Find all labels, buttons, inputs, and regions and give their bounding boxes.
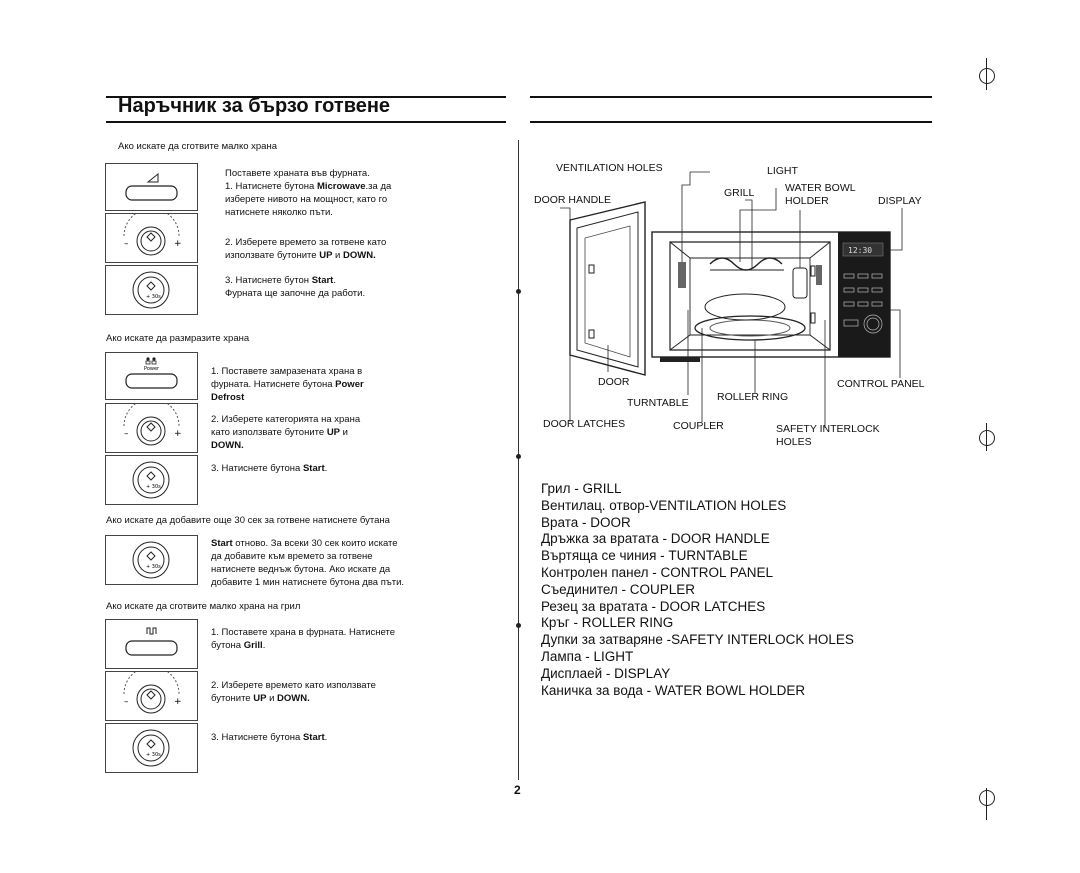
grill-step3: 3. Натиснете бутона Start. — [211, 732, 328, 743]
page-number: 2 — [514, 783, 521, 797]
start-button-panel: + 30s — [105, 455, 198, 505]
defrost-step1: 1. Поставете замразената храна в фурната… — [211, 366, 364, 403]
dial-icon: – + — [123, 666, 182, 714]
start-button-icon: + 30s — [132, 271, 170, 309]
svg-text:+ 30s: + 30s — [146, 752, 161, 758]
svg-text:+ 30s: + 30s — [146, 294, 161, 300]
page-title: Наръчник за бързо готвене — [118, 95, 391, 117]
label-ventilation-holes: VENTILATION HOLES — [556, 162, 663, 174]
registration-mark-bottom — [979, 790, 995, 806]
small-cook-step1: Поставете храната във фурната. 1. Натисн… — [225, 168, 392, 218]
svg-text:Power: Power — [144, 366, 160, 372]
label-control-panel: CONTROL PANEL — [837, 378, 925, 390]
svg-text:–: – — [124, 239, 129, 249]
dial-icon: – + — [123, 208, 182, 256]
start-button-panel: + 30s — [105, 535, 198, 585]
grill-step2: 2. Изберете времето като използвате буто… — [211, 680, 376, 704]
defrost-step3: 3. Натиснете бутона Start. — [211, 463, 328, 474]
legend-item: Лампа - LIGHT — [541, 648, 634, 664]
microwave-button-illustration — [125, 172, 178, 201]
label-holder: HOLDER — [785, 195, 829, 207]
svg-text:+: + — [174, 429, 182, 439]
label-roller-ring: ROLLER RING — [717, 391, 789, 403]
small-cook-step2: 2. Изберете времето за готвене като изпо… — [225, 237, 387, 261]
add30-description: Start отново. За всеки 30 сек които иска… — [211, 538, 405, 588]
svg-text:+ 30s: + 30s — [146, 484, 161, 490]
legend-item: Кръг - ROLLER RING — [541, 615, 674, 631]
label-turntable: TURNTABLE — [627, 397, 689, 409]
svg-text:–: – — [124, 697, 129, 707]
parts-legend: Грил - GRILL Вентилац. отвор-VENTILATION… — [541, 481, 854, 699]
microwave-diagram: 12:30 — [560, 171, 903, 428]
legend-item: Дупки за затваряне -SAFETY INTERLOCK HOL… — [541, 632, 854, 648]
small-cook-step3: 3. Натиснете бутон Start. Фурната ще зап… — [225, 275, 366, 299]
svg-text:+ 30s: + 30s — [146, 564, 161, 570]
label-door-latches: DOOR LATCHES — [543, 418, 626, 430]
svg-text:–: – — [124, 429, 129, 439]
legend-item: Каничка за вода - WATER BOWL HOLDER — [541, 682, 806, 698]
label-door-handle: DOOR HANDLE — [534, 194, 612, 206]
legend-item: Дисплаей - DISPLAY — [541, 665, 671, 681]
section-heading-small-cook: Ако искате да сготвите малко храна — [118, 141, 277, 152]
divider-bullet — [516, 623, 521, 628]
title-rule-right-bottom — [530, 121, 932, 123]
legend-item: Врата - DOOR — [541, 514, 631, 530]
svg-text:+: + — [174, 239, 182, 249]
power-defrost-button-panel: Power — [105, 352, 198, 400]
label-holes: HOLES — [776, 436, 812, 448]
label-door: DOOR — [598, 376, 630, 388]
up-down-dial-panel: – + — [105, 208, 198, 263]
divider-bullet — [516, 454, 521, 459]
start-button-icon: + 30s — [132, 461, 170, 499]
label-water-bowl: WATER BOWL — [785, 182, 856, 194]
title-rule-right-top — [530, 96, 932, 98]
divider-bullet — [516, 289, 521, 294]
start-button-icon: + 30s — [132, 729, 170, 767]
start-button-panel: + 30s — [105, 265, 198, 315]
legend-item: Грил - GRILL — [541, 481, 622, 496]
section-heading-defrost: Ако искате да размразите храна — [106, 333, 250, 344]
dial-icon: – + — [123, 398, 182, 446]
svg-text:+: + — [174, 697, 182, 707]
microwave-button-panel — [105, 163, 198, 211]
grill-button-illustration — [125, 627, 178, 656]
title-rule-left — [106, 96, 506, 98]
title-rule-left-bottom — [106, 121, 506, 123]
defrost-button-illustration: Power — [125, 357, 178, 389]
up-down-dial-panel: – + — [105, 666, 198, 721]
grill-button-panel — [105, 619, 198, 669]
grill-step1: 1. Поставете храна в фурната. Натиснете … — [211, 627, 396, 651]
section-heading-grill: Ако искате да сготвите малко храна на гр… — [106, 601, 301, 612]
label-display: DISPLAY — [878, 195, 922, 207]
section-heading-add30: Ако искате да добавите още 30 сек за гот… — [106, 515, 390, 526]
registration-mark-top — [979, 68, 995, 84]
defrost-step2: 2. Изберете категорията на храна като из… — [211, 414, 361, 451]
label-coupler: COUPLER — [673, 420, 724, 432]
up-down-dial-panel: – + — [105, 398, 198, 453]
legend-item: Вентилац. отвор-VENTILATION HOLES — [541, 497, 787, 513]
legend-item: Съединител - COUPLER — [541, 581, 696, 597]
registration-mark-mid — [979, 430, 995, 446]
legend-item: Дръжка за вратата - DOOR HANDLE — [541, 531, 770, 547]
start-button-panel: + 30s — [105, 723, 198, 773]
svg-text:12:30: 12:30 — [848, 246, 872, 255]
column-divider — [518, 140, 519, 780]
start-button-icon: + 30s — [132, 541, 170, 579]
legend-item: Контролен панел - CONTROL PANEL — [541, 564, 774, 580]
label-grill: GRILL — [724, 187, 755, 199]
label-light: LIGHT — [767, 165, 798, 177]
legend-item: Въртяща се чиния - TURNTABLE — [541, 548, 748, 564]
legend-item: Резец за вратата - DOOR LATCHES — [541, 598, 766, 614]
label-safety-interlock: SAFETY INTERLOCK — [776, 423, 880, 435]
